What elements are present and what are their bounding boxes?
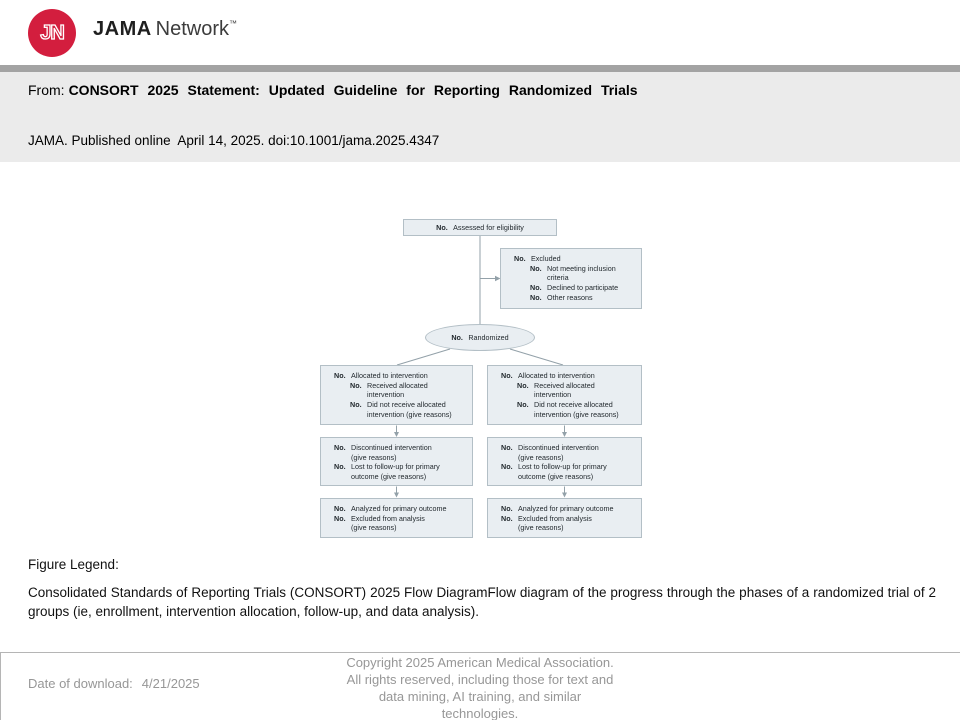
- box-assessed-for-eligibility: No.Assessed for eligibility: [403, 219, 557, 236]
- figure-legend-text: Consolidated Standards of Reporting Tria…: [28, 585, 936, 619]
- article-citation: JAMA. Published online April 14, 2025. d…: [28, 133, 440, 148]
- footer-divider: [0, 652, 960, 653]
- figure-legend-heading: Figure Legend:: [28, 557, 119, 572]
- trademark-symbol: ™: [229, 19, 238, 28]
- header-divider-bar: [0, 65, 960, 72]
- box-followup-left: No.Discontinued intervention(give reason…: [320, 437, 473, 486]
- article-title: CONSORT 2025 Statement: Updated Guidelin…: [68, 82, 638, 98]
- brand-jama: JAMA: [93, 18, 152, 40]
- jn-monogram-icon: JN: [40, 21, 66, 44]
- date-of-download: Date of download: 4/21/2025: [28, 676, 200, 691]
- footer-left-border: [0, 653, 1, 720]
- copyright-text: Copyright 2025 American Medical Associat…: [346, 655, 614, 720]
- article-source-line: From:CONSORT 2025 Statement: Updated Gui…: [28, 82, 638, 98]
- date-of-download-value: 4/21/2025: [141, 676, 200, 691]
- article-info-band: From:CONSORT 2025 Statement: Updated Gui…: [0, 72, 960, 162]
- brand-network: Network: [155, 18, 230, 40]
- box-followup-right: No.Discontinued intervention(give reason…: [487, 437, 642, 486]
- ellipse-randomized: No.Randomized: [425, 324, 535, 351]
- from-label: From:: [28, 82, 65, 98]
- jama-network-logo: JN: [28, 9, 76, 57]
- date-of-download-label: Date of download:: [28, 676, 133, 691]
